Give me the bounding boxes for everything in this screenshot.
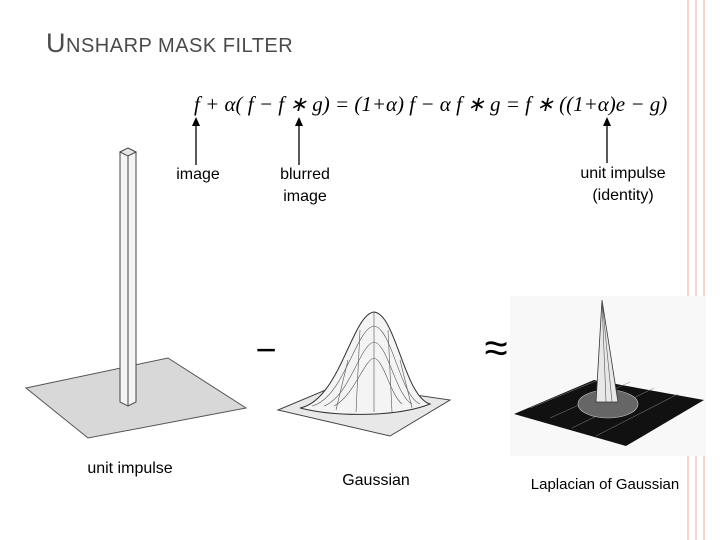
label-blurred-line1: blurred: [262, 164, 348, 186]
label-blurred-image: blurred image: [262, 164, 348, 208]
unit-impulse-figure: [18, 140, 250, 440]
arrow-unit-impulse: [600, 115, 614, 163]
label-identity-line2: (identity): [560, 185, 686, 207]
decorative-border-lines: [680, 0, 720, 540]
label-laplacian-of-gaussian: Laplacian of Gaussian: [508, 474, 702, 496]
gaussian-figure: [270, 300, 460, 440]
laplacian-of-gaussian-figure: [510, 296, 706, 456]
label-gaussian: Gaussian: [326, 470, 426, 492]
arrow-blurred-image: [292, 115, 306, 165]
unsharp-mask-formula: f + α( f − f ∗ g) = (1+α) f − α f ∗ g = …: [194, 92, 667, 117]
label-blurred-line2: image: [262, 186, 348, 208]
label-unit-impulse-line1: unit impulse: [560, 163, 686, 185]
label-unit-impulse-identity: unit impulse (identity): [560, 163, 686, 207]
title-first-letter: U: [46, 28, 66, 58]
slide-title: UNSHARP MASK FILTER: [46, 28, 293, 59]
label-unit-impulse: unit impulse: [70, 458, 190, 480]
title-rest: NSHARP MASK FILTER: [66, 35, 293, 57]
